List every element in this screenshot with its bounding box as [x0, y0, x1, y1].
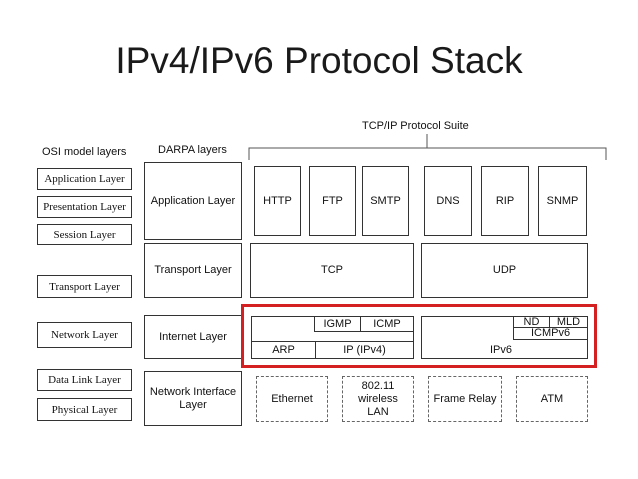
- osi-transport-layer: Transport Layer: [37, 275, 132, 298]
- arp-box: ARP: [251, 341, 316, 359]
- wireless-lan-box: 802.11 wireless LAN: [342, 376, 414, 422]
- http-box: HTTP: [254, 166, 301, 236]
- rip-box: RIP: [481, 166, 529, 236]
- darpa-transport-layer: Transport Layer: [144, 243, 242, 298]
- icmpv6-box: ICMPv6: [513, 327, 588, 340]
- page-title: IPv4/IPv6 Protocol Stack: [115, 40, 523, 81]
- ipv6-label: IPv6: [489, 343, 512, 356]
- snmp-box: SNMP: [538, 166, 587, 236]
- udp-box: UDP: [421, 243, 588, 298]
- ethernet-box: Ethernet: [256, 376, 328, 422]
- icmp-box: ICMP: [360, 316, 414, 332]
- frame-relay-box: Frame Relay: [428, 376, 502, 422]
- smtp-box: SMTP: [362, 166, 409, 236]
- igmp-box: IGMP: [314, 316, 361, 332]
- atm-box: ATM: [516, 376, 588, 422]
- ipv4-box: IP (IPv4): [315, 341, 414, 359]
- darpa-internet-layer: Internet Layer: [144, 315, 242, 359]
- osi-presentation-layer: Presentation Layer: [37, 196, 132, 218]
- darpa-header: DARPA layers: [158, 144, 227, 156]
- suite-header: TCP/IP Protocol Suite: [362, 120, 469, 132]
- osi-datalink-layer: Data Link Layer: [37, 369, 132, 391]
- dns-box: DNS: [424, 166, 472, 236]
- tcp-box: TCP: [250, 243, 414, 298]
- ftp-box: FTP: [309, 166, 356, 236]
- darpa-network-interface-layer: Network Interface Layer: [144, 371, 242, 426]
- osi-physical-layer: Physical Layer: [37, 398, 132, 421]
- osi-application-layer: Application Layer: [37, 168, 132, 190]
- osi-network-layer: Network Layer: [37, 322, 132, 348]
- internet-layer-highlight: [241, 304, 597, 368]
- osi-header: OSI model layers: [42, 146, 127, 158]
- darpa-application-layer: Application Layer: [144, 162, 242, 240]
- osi-session-layer: Session Layer: [37, 224, 132, 245]
